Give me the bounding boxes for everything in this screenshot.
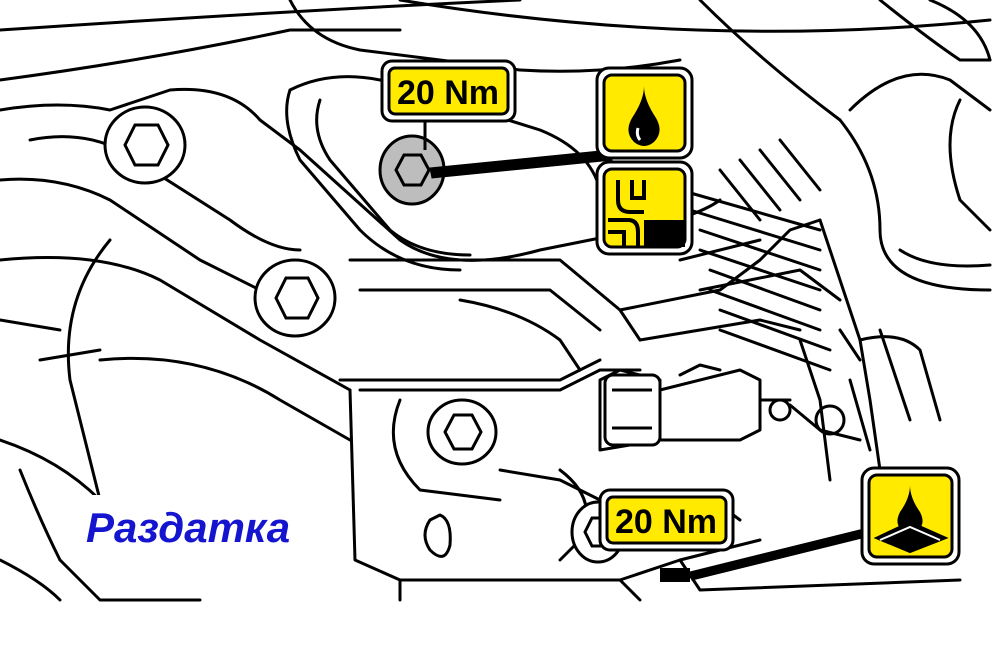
fill-plug	[378, 134, 446, 206]
bolt-lower-center	[426, 398, 498, 466]
torque-badge-bottom: 20 Nm	[598, 488, 735, 552]
drain-plug	[660, 568, 690, 582]
diagram-title: Раздатка	[86, 504, 290, 551]
oil-drop-icon	[595, 66, 694, 160]
title-background	[70, 495, 345, 565]
bolt-upper-left	[103, 105, 187, 185]
oil-drain-icon	[860, 466, 961, 566]
torque-label-bottom: 20 Nm	[615, 503, 717, 541]
leader-fill-plug	[429, 149, 613, 179]
oil-level-pipe-icon	[595, 160, 694, 256]
torque-label-top: 20 Nm	[397, 74, 499, 112]
sensor-hex-nut	[603, 373, 662, 447]
torque-badge-top: 20 Nm	[380, 59, 517, 123]
bolt-middle-left	[253, 258, 337, 338]
